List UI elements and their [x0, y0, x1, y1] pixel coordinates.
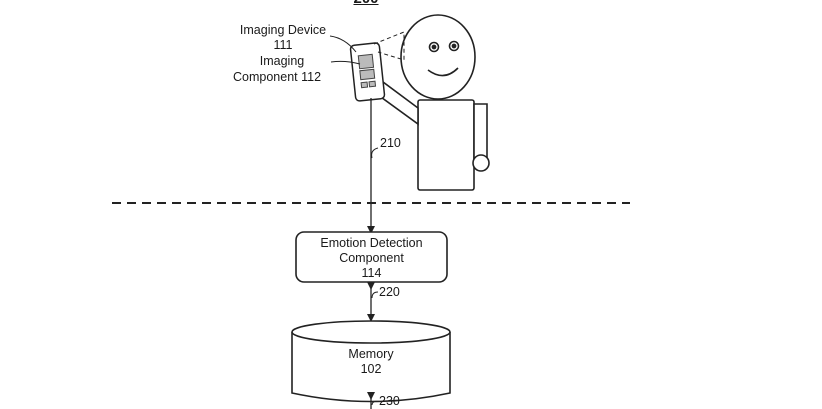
- arrow-220-label: 220: [379, 285, 400, 299]
- person-figure: [372, 14, 490, 191]
- memory-title: Memory: [348, 347, 394, 361]
- imaging-device-drawing: [349, 42, 386, 102]
- emotion-detection-ref: 114: [361, 266, 382, 280]
- person-head: [400, 14, 476, 100]
- emotion-detection-title-line1: Emotion Detection: [320, 236, 423, 250]
- imaging-device-ref: 111: [273, 38, 293, 52]
- imaging-component-label-line2: Component 112: [233, 70, 322, 84]
- imaging-component-label-line1: Imaging: [259, 54, 305, 68]
- figure-number: 200: [346, 0, 386, 6]
- arrow-210-label: 210: [380, 136, 401, 150]
- memory-cylinder: [291, 320, 451, 403]
- person-smile: [427, 67, 459, 77]
- imaging-device-label: Imaging Device: [239, 23, 327, 37]
- arrow-230-label: 230: [379, 394, 400, 408]
- person-body: [417, 99, 475, 191]
- memory-ref: 102: [360, 362, 382, 376]
- person-arm-right: [473, 103, 488, 161]
- camera-view-cone: [373, 31, 405, 61]
- emotion-detection-title-line2: Component: [339, 251, 404, 265]
